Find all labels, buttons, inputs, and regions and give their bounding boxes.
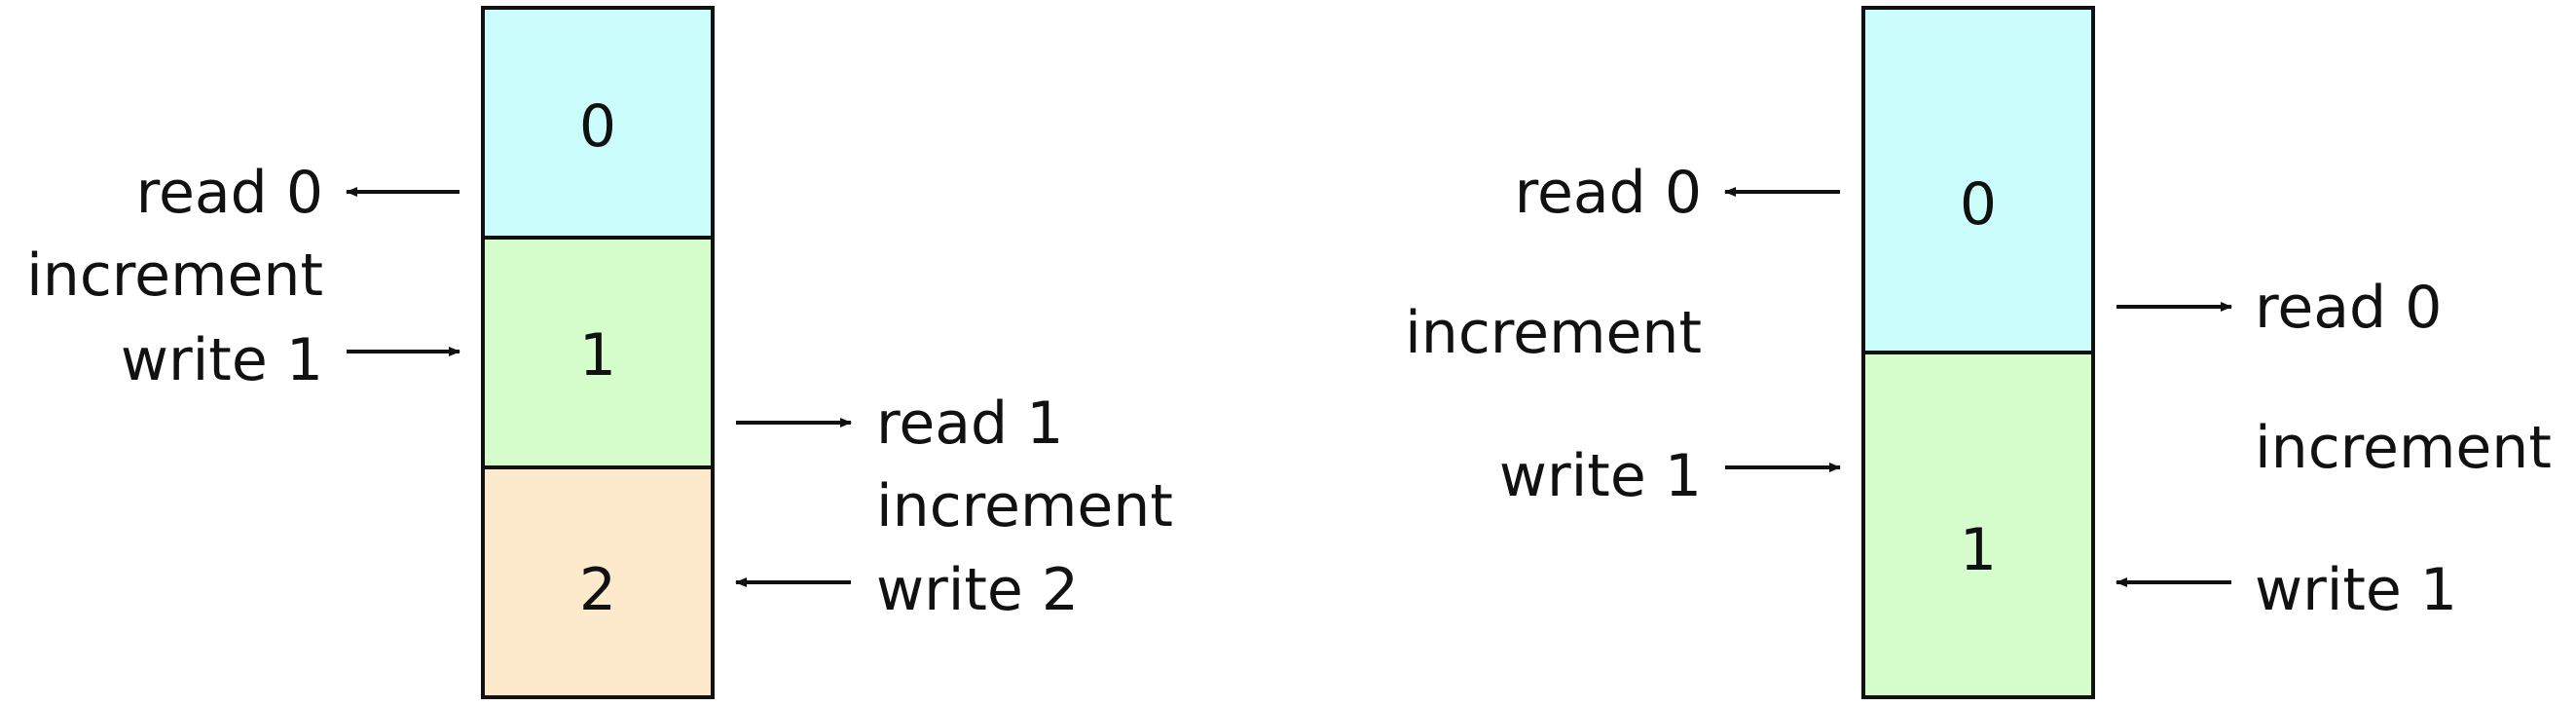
right-memory-column: 0 1 xyxy=(1861,6,2095,699)
left-thread-a: read 0 increment write 1 xyxy=(26,159,460,394)
left-cell-1-value: 1 xyxy=(579,321,616,390)
right-cell-0 xyxy=(1861,6,2095,354)
right-thread-b-read-label: read 0 xyxy=(2255,274,2442,342)
right-diagram: 0 1 read 0 increment write 1 read 0 incr… xyxy=(1405,6,2552,699)
right-thread-b-increment-label: increment xyxy=(2255,414,2552,482)
left-thread-a-increment-label: increment xyxy=(26,242,323,310)
right-thread-a-increment-label: increment xyxy=(1405,299,1702,367)
left-cell-0 xyxy=(481,6,715,240)
right-thread-a: read 0 increment write 1 xyxy=(1405,159,1841,510)
right-thread-b-write-label: write 1 xyxy=(2255,556,2457,624)
right-thread-a-write-label: write 1 xyxy=(1499,442,1702,510)
left-thread-b: read 1 increment write 2 xyxy=(735,390,1173,624)
right-thread-b: read 0 increment write 1 xyxy=(2116,274,2552,624)
left-thread-a-read-label: read 0 xyxy=(136,159,323,227)
left-thread-b-read-label: read 1 xyxy=(876,390,1063,458)
left-thread-a-write-label: write 1 xyxy=(121,326,323,394)
right-thread-a-read-label: read 0 xyxy=(1515,159,1702,227)
left-thread-b-write-label: write 2 xyxy=(876,556,1079,624)
left-cell-0-value: 0 xyxy=(579,93,616,161)
right-cell-1 xyxy=(1861,351,2095,699)
left-memory-column: 0 1 2 xyxy=(481,6,715,699)
left-cell-2 xyxy=(481,465,715,699)
left-diagram: 0 1 2 read 0 increment write 1 read 1 in… xyxy=(26,6,1173,699)
left-cell-1 xyxy=(481,236,715,469)
right-cell-0-value: 0 xyxy=(1960,170,1997,239)
left-thread-b-increment-label: increment xyxy=(876,472,1173,540)
right-cell-1-value: 1 xyxy=(1960,516,1997,584)
left-cell-2-value: 2 xyxy=(579,556,616,624)
